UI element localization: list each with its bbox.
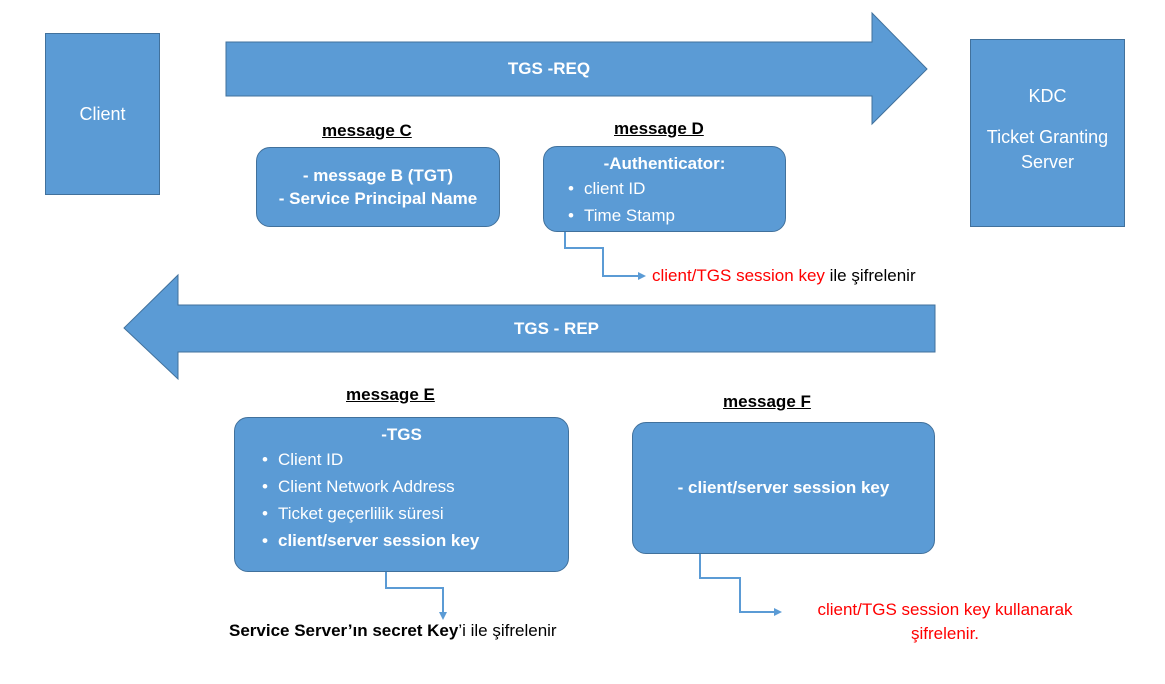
message-d-item: client ID	[568, 175, 785, 202]
message-d-note-rest: ile şifrelenir	[824, 266, 916, 285]
message-d-connector	[564, 232, 640, 277]
message-e-box: -TGS Client ID Client Network Address Ti…	[234, 417, 569, 572]
client-label: Client	[79, 103, 126, 124]
message-e-header: -TGS	[381, 425, 422, 444]
message-f-connector-arrowhead	[774, 608, 782, 616]
message-d-title: message D	[614, 119, 704, 138]
tgs-req-label: TGS -REQ	[507, 59, 591, 78]
kdc-line2: Server	[1020, 152, 1074, 172]
message-f-box: - client/server session key	[632, 422, 935, 554]
message-e-note-rest: ’i ile şifrelenir	[458, 621, 557, 640]
message-e-item: client/server session key	[262, 527, 568, 554]
message-d-item: Time Stamp	[568, 202, 785, 229]
kdc-line1: Ticket Granting	[986, 127, 1109, 147]
message-d-connector-arrowhead	[638, 272, 646, 280]
kdc-title: KDC	[1028, 86, 1067, 106]
message-f-note-line2: şifrelenir.	[910, 624, 980, 643]
message-c-box: - message B (TGT) - Service Principal Na…	[256, 147, 500, 227]
message-d-note-key: client/TGS session key	[652, 266, 825, 285]
message-f-line1: - client/server session key	[677, 478, 890, 497]
message-c-title: message C	[322, 121, 412, 140]
message-e-connector-arrowhead	[439, 612, 447, 620]
message-f-note-line1: client/TGS session key kullanarak	[817, 600, 1073, 619]
message-c-line1: - message B (TGT)	[302, 166, 454, 185]
message-d-box: -Authenticator: client ID Time Stamp	[543, 146, 786, 232]
message-e-item: Client Network Address	[262, 473, 568, 500]
tgs-rep-label: TGS - REP	[513, 318, 599, 338]
client-box: Client	[45, 33, 160, 195]
message-e-note-key: Service Server’ın secret Key	[229, 621, 459, 640]
tgs-req-arrow	[225, 11, 928, 126]
tgs-rep-arrow	[123, 273, 936, 381]
message-e-item: Client ID	[262, 446, 568, 473]
message-e-connector	[385, 572, 444, 614]
message-f-title: message F	[723, 392, 811, 411]
message-e-note: Service Server’ın secret Key’i ile şifre…	[229, 621, 557, 641]
kdc-box: KDC Ticket Granting Server	[970, 39, 1125, 227]
message-d-note: client/TGS session key ile şifrelenir	[652, 266, 916, 286]
message-e-item: Ticket geçerlilik süresi	[262, 500, 568, 527]
message-f-connector	[699, 554, 776, 613]
message-c-line2: - Service Principal Name	[278, 189, 478, 208]
message-f-note: client/TGS session key kullanarak şifrel…	[780, 598, 1110, 646]
message-e-title: message E	[346, 385, 435, 404]
message-d-header: -Authenticator:	[603, 154, 726, 173]
